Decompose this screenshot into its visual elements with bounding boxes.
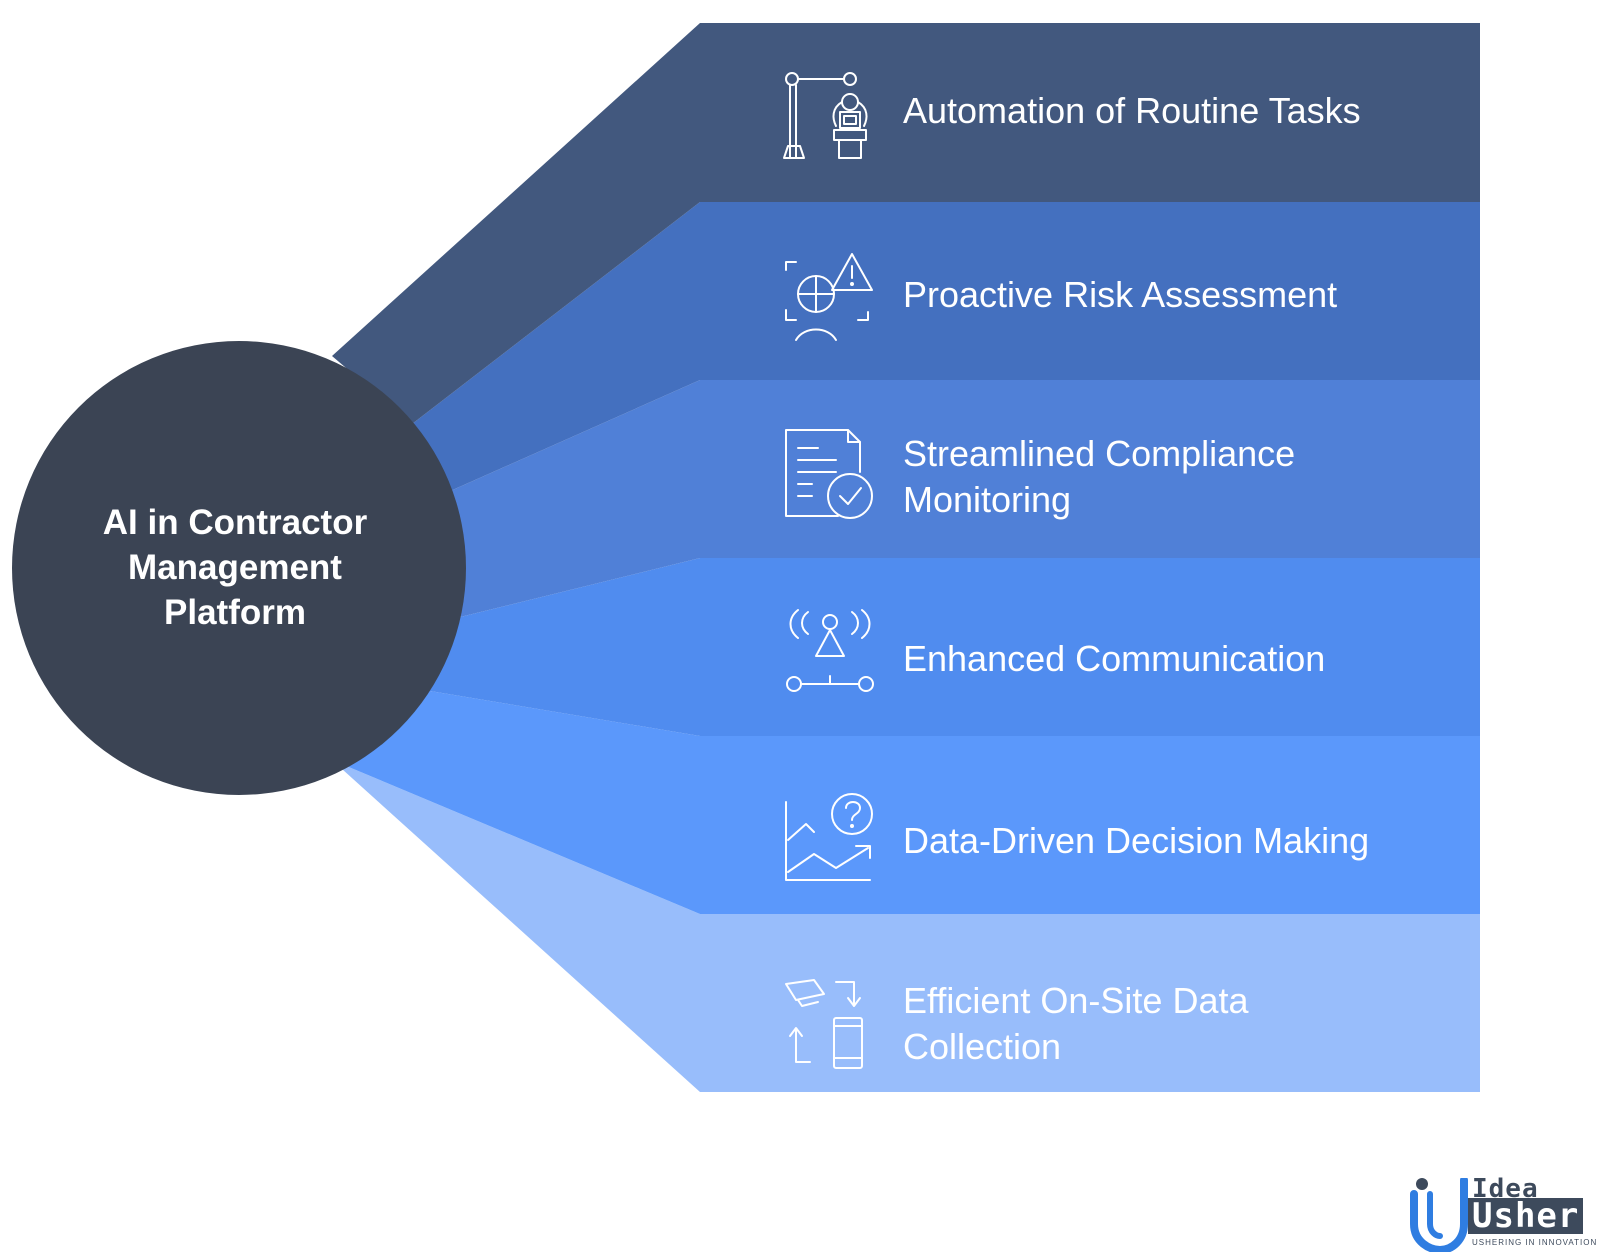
item-label-line: Data-Driven Decision Making [903,820,1370,861]
item-label-line: Streamlined Compliance [903,433,1296,474]
item-label-automation: Automation of Routine Tasks [903,88,1361,134]
item-label-data-collection: Efficient On-Site Data Collection [903,978,1249,1070]
item-label-line: Monitoring [903,479,1072,520]
hub-title-line: Platform [164,593,306,632]
signal-tower-icon [784,609,876,702]
band-compliance [448,380,1480,620]
band-data-collection [332,760,1480,1092]
logo-mark-icon [1410,1178,1468,1252]
item-label-line: Automation of Routine Tasks [903,90,1361,131]
band-decision [332,688,1480,914]
item-label-line: Efficient On-Site Data [903,980,1249,1021]
hub-title-line: Management [128,548,342,587]
risk-warning-icon [784,252,876,344]
hub-title-line: AI in Contractor [102,503,368,542]
item-label-line: Proactive Risk Assessment [903,274,1338,315]
chart-question-icon [784,792,876,884]
hub-title: AI in Contractor Management Platform [60,500,410,635]
item-label-decision: Data-Driven Decision Making [903,818,1369,864]
logo-text-usher: Usher [1468,1198,1584,1234]
camera-phone-sync-icon [784,978,876,1070]
band-automation [332,23,1480,424]
logo-tagline: USHERING IN INNOVATION [1472,1238,1598,1247]
idea-usher-logo: Idea Usher USHERING IN INNOVATION [1410,1174,1596,1252]
document-check-icon [784,428,876,520]
item-label-risk: Proactive Risk Assessment [903,272,1337,318]
item-label-compliance: Streamlined Compliance Monitoring [903,431,1295,523]
item-label-line: Collection [903,1026,1062,1067]
robot-arm-icon [783,68,876,160]
band-risk [412,202,1480,492]
hub-circle [12,341,466,795]
band-communication [412,558,1480,736]
item-label-communication: Enhanced Communication [903,636,1325,682]
item-label-line: Enhanced Communication [903,638,1326,679]
